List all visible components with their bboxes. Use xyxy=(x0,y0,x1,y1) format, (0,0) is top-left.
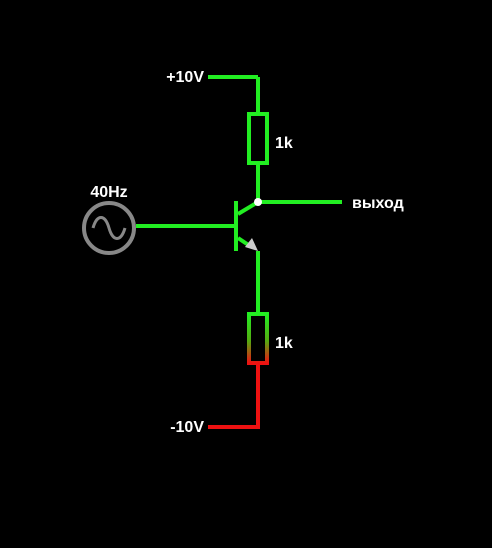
ac-source[interactable] xyxy=(82,201,136,255)
sine-wave-icon xyxy=(91,216,127,240)
emitter-arrow-icon xyxy=(245,238,258,251)
collector-resistor[interactable] xyxy=(247,112,269,165)
output-label: выход xyxy=(352,195,404,212)
ac-source-icon xyxy=(82,201,136,255)
source-frequency-label: 40Hz xyxy=(90,184,127,201)
emitter-resistor[interactable] xyxy=(247,312,269,365)
positive-supply-label: +10V xyxy=(166,69,204,86)
output-junction-dot xyxy=(254,198,262,206)
collector-resistor-label: 1k xyxy=(275,135,293,152)
emitter-resistor-label: 1k xyxy=(275,335,293,352)
negative-supply-label: -10V xyxy=(170,419,204,436)
